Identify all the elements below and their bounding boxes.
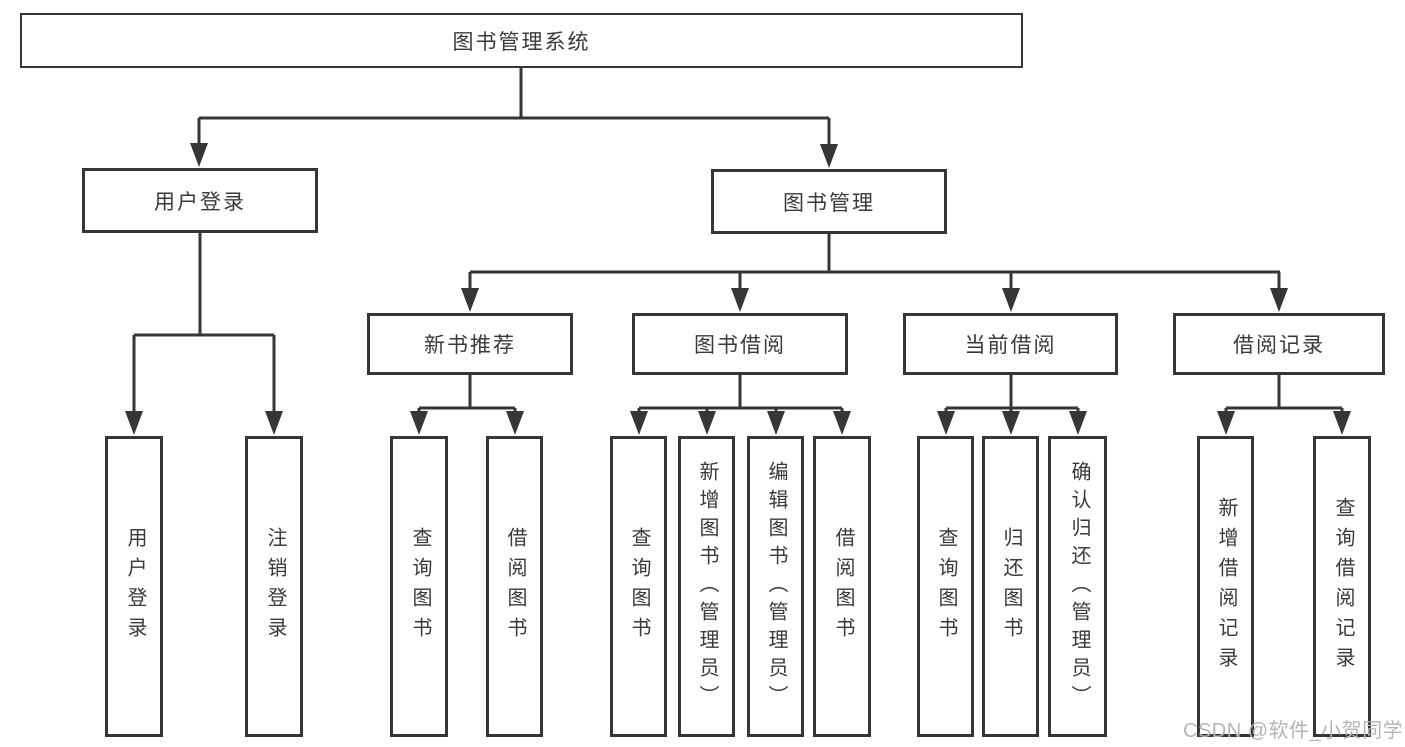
leaf-current-confirm-return-admin: 确认归还（管理员） bbox=[1048, 436, 1107, 737]
node-book-borrow: 图书借阅 bbox=[632, 313, 848, 375]
leaf-borrow-edit-books-admin: 编辑图书（管理员） bbox=[747, 436, 804, 737]
leaf-records-query-record: 查询借阅记录 bbox=[1313, 436, 1371, 737]
leaf-user-login: 用户登录 bbox=[105, 436, 163, 737]
node-new-book-recommend: 新书推荐 bbox=[367, 313, 573, 375]
node-current-borrow: 当前借阅 bbox=[903, 313, 1118, 375]
leaf-current-query-books: 查询图书 bbox=[917, 436, 974, 737]
node-book-management: 图书管理 bbox=[711, 169, 947, 234]
leaf-newrec-query-books: 查询图书 bbox=[390, 436, 448, 737]
leaf-current-return-books: 归还图书 bbox=[982, 436, 1039, 737]
leaf-records-add-record: 新增借阅记录 bbox=[1197, 436, 1254, 737]
node-borrow-records: 借阅记录 bbox=[1173, 313, 1385, 375]
leaf-logout: 注销登录 bbox=[245, 436, 303, 737]
node-library-system-root: 图书管理系统 bbox=[20, 13, 1023, 68]
csdn-watermark: CSDN @软件_小贺同学 bbox=[1183, 720, 1404, 742]
leaf-borrow-borrow-books: 借阅图书 bbox=[813, 436, 871, 737]
node-user-login: 用户登录 bbox=[82, 168, 318, 233]
leaf-newrec-borrow-books: 借阅图书 bbox=[486, 436, 543, 737]
leaf-borrow-query-books: 查询图书 bbox=[610, 436, 667, 737]
leaf-borrow-add-books-admin: 新增图书（管理员） bbox=[678, 436, 735, 737]
